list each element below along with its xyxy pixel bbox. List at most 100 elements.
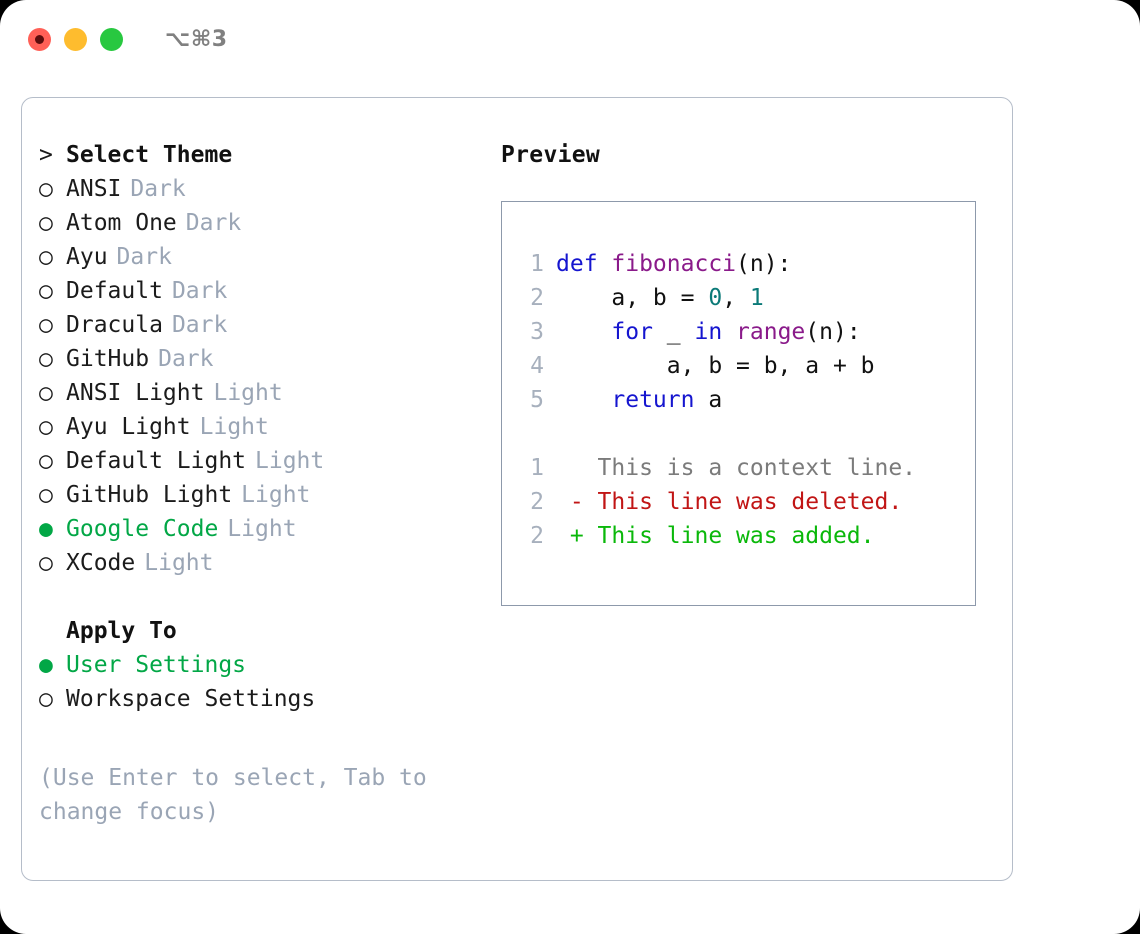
code-token-plain: a	[694, 387, 723, 413]
theme-item-tag: Dark	[171, 312, 228, 338]
code-line: 2 + This line was added.	[516, 519, 916, 553]
apply-to-item-label: User Settings	[66, 652, 247, 678]
code-token-plain: (n):	[805, 319, 861, 345]
radio-unselected-icon: ○	[39, 244, 53, 270]
theme-item-label: ANSI Light	[66, 380, 205, 406]
recording-dot-icon	[35, 34, 44, 44]
line-number: 4	[530, 353, 544, 379]
radio-unselected-icon: ○	[39, 346, 53, 372]
theme-item-tag: Dark	[116, 244, 172, 270]
radio-unselected-icon: ○	[39, 380, 53, 406]
code-token-ctx: This is a context line.	[556, 455, 917, 481]
code-token-plain	[722, 319, 736, 345]
line-number	[516, 417, 544, 451]
line-number: 2	[530, 285, 544, 311]
theme-list-item[interactable]: ○ ANSI Dark	[39, 176, 489, 210]
apply-to-indent	[39, 618, 66, 644]
theme-item-label: Google Code	[66, 516, 219, 542]
radio-unselected-icon: ○	[39, 312, 53, 338]
code-line-content: + This line was added.	[556, 519, 875, 553]
theme-item-label: ANSI	[66, 176, 122, 202]
radio-selected-icon: ●	[39, 652, 53, 678]
radio-unselected-icon: ○	[39, 278, 53, 304]
code-token-num: 0	[708, 285, 723, 311]
radio-unselected-icon: ○	[39, 448, 53, 474]
theme-list-item[interactable]: ○ Ayu Dark	[39, 244, 489, 278]
radio-unselected-icon: ○	[39, 482, 53, 508]
window-titlebar: ⌥⌘3	[0, 0, 1140, 78]
code-token-plain: _	[652, 319, 695, 345]
code-line-content: def fibonacci(n):	[556, 247, 791, 281]
close-button-icon[interactable]	[28, 27, 51, 51]
theme-item-tag: Dark	[130, 176, 186, 202]
theme-item-label: Ayu	[66, 244, 108, 270]
theme-item-label: GitHub	[66, 346, 150, 372]
apply-to-item-label: Workspace Settings	[66, 686, 316, 712]
code-line-content	[556, 417, 570, 451]
theme-list-item[interactable]: ○ GitHub Dark	[39, 346, 489, 380]
window-title: ⌥⌘3	[165, 26, 228, 52]
code-line: 2 a, b = 0, 1	[516, 281, 916, 315]
theme-item-label: Atom One	[66, 210, 177, 236]
theme-item-tag: Dark	[185, 210, 242, 236]
theme-item-label: GitHub Light	[66, 482, 233, 508]
radio-unselected-icon: ○	[39, 550, 53, 576]
code-line	[516, 417, 916, 451]
theme-item-tag: Light	[144, 550, 214, 576]
theme-list-item[interactable]: ○ Default Dark	[39, 278, 489, 312]
apply-to-list: ● User Settings ○Workspace Settings	[39, 652, 489, 720]
theme-item-tag: Light	[241, 482, 311, 508]
code-token-plain: (n):	[736, 251, 792, 277]
code-token-del: - This line was deleted.	[556, 489, 903, 515]
theme-item-label: Default	[66, 278, 163, 304]
list-spacer	[39, 584, 489, 618]
code-line: 3 for _ in range(n):	[516, 315, 916, 349]
heading-caret-icon: >	[39, 142, 53, 168]
line-number: 5	[530, 387, 544, 413]
code-token-plain: a, b =	[556, 285, 709, 311]
keyboard-hint: (Use Enter to select, Tab to change focu…	[39, 765, 427, 825]
minimize-button-icon[interactable]	[64, 27, 87, 51]
code-line: 1 This is a context line.	[516, 451, 916, 485]
apply-to-item[interactable]: ● User Settings	[39, 652, 489, 686]
code-token-plain: a, b = b, a + b	[556, 353, 875, 379]
apply-to-item[interactable]: ○Workspace Settings	[39, 686, 489, 720]
zoom-button-icon[interactable]	[100, 27, 123, 51]
line-number: 2	[530, 489, 544, 515]
theme-list-item[interactable]: ○ GitHub Light Light	[39, 482, 489, 516]
code-token-plain: ,	[722, 285, 750, 311]
code-token-add: + This line was added.	[556, 523, 875, 549]
line-number: 3	[530, 319, 544, 345]
line-number: 2	[530, 523, 544, 549]
code-token-fn: range	[736, 319, 806, 345]
line-number: 1	[530, 455, 544, 481]
code-line: 2 - This line was deleted.	[516, 485, 916, 519]
code-token-kw: in	[694, 319, 723, 345]
theme-item-tag: Dark	[158, 346, 214, 372]
code-token-kw: return	[556, 387, 695, 413]
theme-picker-heading-label: Select Theme	[66, 142, 233, 168]
radio-unselected-icon: ○	[39, 176, 53, 202]
theme-item-tag: Dark	[171, 278, 228, 304]
radio-selected-icon: ●	[39, 516, 53, 542]
code-token-kw: def	[556, 251, 612, 277]
code-line-content: a, b = 0, 1	[556, 281, 764, 315]
code-line-content: a, b = b, a + b	[556, 349, 875, 383]
theme-item-label: Ayu Light	[66, 414, 191, 440]
code-token-num: 1	[749, 285, 764, 311]
